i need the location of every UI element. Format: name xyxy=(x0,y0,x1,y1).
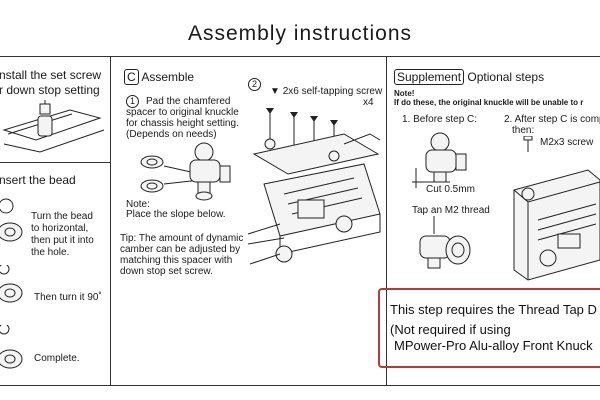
optional-steps-title: Optional steps xyxy=(467,70,545,84)
step-c-title: Assemble xyxy=(141,70,195,84)
tip-line2: camber can be adjusted by xyxy=(120,244,241,255)
chassis-after-illustration xyxy=(513,169,600,281)
step-c1-line1: 1 Pad the chamfered xyxy=(126,95,231,108)
tip-line3: matching this spacer with xyxy=(120,255,233,266)
tip-line1: Tip: The amount of dynamic xyxy=(120,233,244,244)
panel-frame-top xyxy=(0,56,600,57)
step-c-heading: C Assemble xyxy=(124,69,195,85)
tip-line4: down stop set screw. xyxy=(120,266,213,277)
bead-instruction-4: the hole. xyxy=(31,247,70,258)
after-step-c-label-2: then: xyxy=(512,125,535,136)
bead-instruction-1: Turn the bead xyxy=(31,211,93,222)
tap-thread-label: Tap an M2 thread xyxy=(412,205,490,216)
optional-note-label: Note! xyxy=(394,89,415,98)
bead-turn-instruction: Then turn it 90˚ xyxy=(34,292,102,303)
bead-instruction-3: then put it into xyxy=(31,235,94,246)
m2x3-screw-icon xyxy=(523,136,533,152)
screw-spec-label: ▼ 2x6 self-tapping screw xyxy=(270,86,383,97)
step-2-number-wrap: 2 xyxy=(248,78,264,91)
knuckle-tap-illustration xyxy=(419,216,471,269)
step-c-letter: C xyxy=(124,69,139,85)
bead-step3-illustration xyxy=(0,325,23,369)
screw-spec: 2x6 self-tapping screw xyxy=(282,86,383,97)
chassis-assembly-illustration xyxy=(247,108,381,265)
bead-complete-label: Complete. xyxy=(34,353,80,364)
screw-quantity: x4 xyxy=(363,97,374,108)
step-b-heading-line1: nstall the set screw xyxy=(0,68,102,82)
set-screw-illustration xyxy=(2,100,105,153)
step-c1-text1: Pad the chamfered xyxy=(146,96,231,107)
left-panel-separator xyxy=(0,162,111,163)
thread-tap-warning-box xyxy=(378,288,600,368)
step-c1-line2: spacer to original knuckle xyxy=(126,107,239,118)
thread-tap-warning-line1: This step requires the Thread Tap D xyxy=(390,302,597,317)
spacer-knuckle-illustration xyxy=(140,142,231,201)
before-step-c-label: 1. Before step C: xyxy=(402,114,478,125)
step-2-number: 2 xyxy=(248,78,261,91)
insert-bead-heading: nsert the bead xyxy=(0,173,76,187)
thread-tap-warning-line2: (Not required if using xyxy=(390,322,511,337)
panel-divider-left xyxy=(110,56,111,386)
supplement-heading: Supplement Optional steps xyxy=(394,69,545,85)
step-b-heading-line2: r down stop setting xyxy=(0,83,100,97)
step-c1-line4: (Depends on needs) xyxy=(126,129,217,140)
supplement-label: Supplement xyxy=(394,69,465,85)
bead-instruction-2: to horizontal, xyxy=(31,223,89,234)
spacer-note-text: Place the slope below. xyxy=(126,209,226,220)
panel-frame-bottom xyxy=(0,385,600,386)
panel-divider-right xyxy=(386,56,387,386)
optional-note-text: If do these, the original knuckle will b… xyxy=(394,98,584,107)
bead-step2-illustration xyxy=(0,265,23,303)
thread-tap-warning-line3: MPower-Pro Alu-alloy Front Knuck xyxy=(394,338,593,353)
bead-step1-illustration xyxy=(0,198,23,242)
m2x3-screw-label: M2x3 screw xyxy=(540,137,594,148)
after-step-c-label-1: 2. After step C is comp xyxy=(504,114,600,125)
cut-measurement: Cut 0.5mm xyxy=(426,184,475,195)
knuckle-before-illustration xyxy=(412,132,467,188)
step-1-number: 1 xyxy=(126,95,139,108)
step-c1-line3: for chassis height setting. xyxy=(126,118,239,129)
spacer-note-label: Note: xyxy=(126,199,150,210)
page-title: Assembly instructions xyxy=(187,22,413,45)
